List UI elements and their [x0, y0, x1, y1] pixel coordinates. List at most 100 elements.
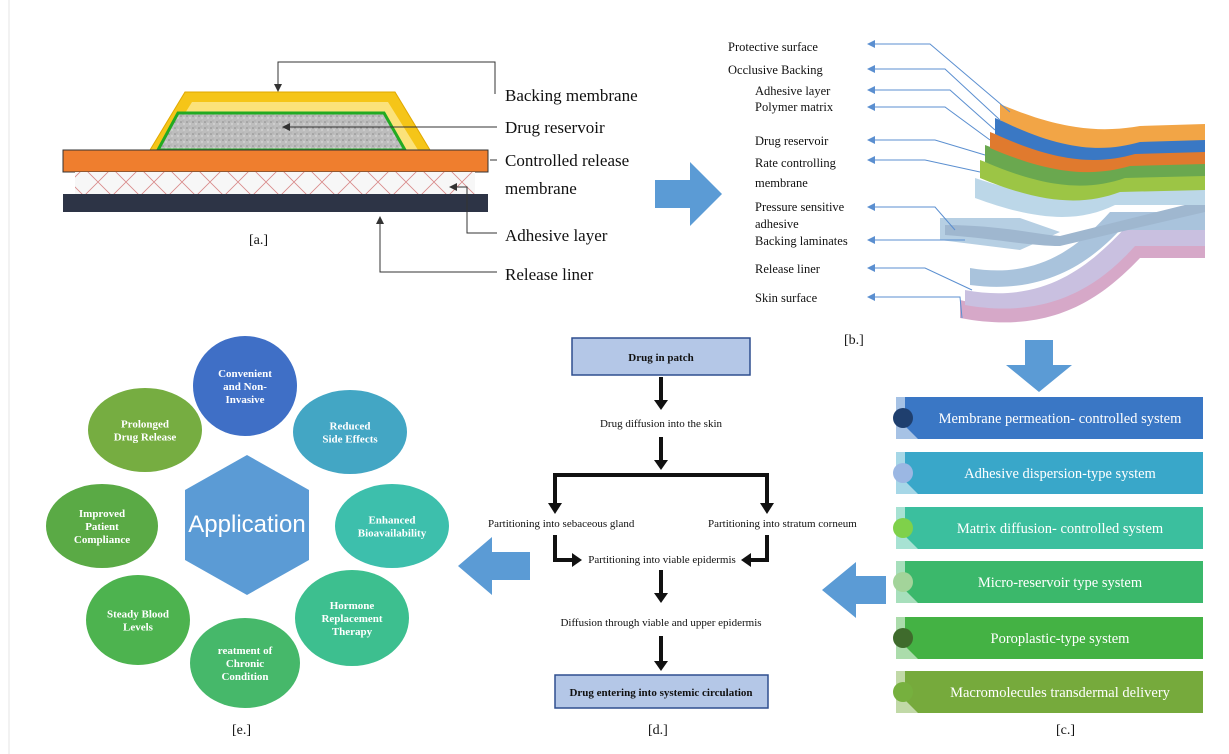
application-item-text: Bioavailability — [358, 528, 427, 540]
label-polymer-matrix: Polymer matrix — [755, 100, 834, 114]
caption-b: [b.] — [844, 333, 864, 348]
label-adhesive-layer-b: Adhesive layer — [755, 84, 831, 98]
system-label: Matrix diffusion- controlled system — [957, 521, 1164, 537]
leader-liner — [379, 218, 497, 273]
system-label: Adhesive dispersion-type system — [964, 466, 1156, 482]
application-item-text: Levels — [123, 622, 154, 634]
system-bar — [905, 561, 1203, 603]
system-dot — [893, 572, 913, 592]
flow-end-text: Drug entering into systemic circulation — [569, 687, 752, 699]
system-dot — [893, 463, 913, 483]
flow-box-start — [571, 337, 751, 376]
caption-d: [d.] — [648, 723, 668, 738]
application-circle — [295, 570, 409, 666]
label-drug-reservoir: Drug reservoir — [505, 118, 605, 137]
flow-merge-text: Partitioning into viable epidermis — [588, 554, 736, 566]
label-release-liner: Release liner — [505, 265, 594, 284]
system-item: Poroplastic-type system — [893, 617, 1203, 659]
application-item-text: Reduced — [330, 421, 371, 433]
system-bar — [905, 671, 1203, 713]
flow-start-text: Drug in patch — [628, 352, 693, 364]
arrow-a-to-b — [655, 162, 722, 226]
application-item-text: reatment of — [218, 645, 273, 657]
application-item-text: Prolonged — [121, 419, 169, 431]
application-item-text: Invasive — [225, 394, 264, 406]
application-item-text: Drug Release — [114, 432, 177, 444]
application-circle — [190, 618, 300, 708]
application-item-text: Steady Blood — [107, 609, 169, 621]
application-item-text: Enhanced — [368, 515, 415, 527]
application-item-text: Convenient — [218, 368, 272, 380]
application-item-text: Improved — [79, 508, 125, 520]
label-membrane: membrane — [505, 179, 577, 198]
panel-a: Backing membrane Drug reservoir Controll… — [62, 61, 638, 284]
application-item-text: Patient — [85, 521, 119, 533]
application-item-text: Condition — [221, 671, 268, 683]
caption-e: [e.] — [232, 723, 251, 738]
flow-split — [553, 473, 769, 505]
application-item-text: Side Effects — [322, 434, 378, 446]
drug-reservoir-shape — [155, 111, 408, 152]
system-label: Macromolecules transdermal delivery — [950, 685, 1171, 701]
application-hexagon — [185, 455, 309, 595]
leader-adhesive — [452, 186, 497, 234]
arrow-c-to-d — [822, 562, 886, 618]
label-backing-laminates: Backing laminates — [755, 234, 848, 248]
application-item-text: Therapy — [332, 626, 373, 638]
label-occlusive-backing: Occlusive Backing — [728, 63, 824, 77]
layered-patch-illustration — [940, 104, 1205, 323]
label-rate-membrane: membrane — [755, 176, 808, 190]
adhesive-layer-shape — [75, 172, 475, 194]
panel-d: Drug in patch Drug diffusion into the sk… — [488, 337, 857, 738]
system-item: Membrane permeation- controlled system — [893, 397, 1203, 439]
arrow-d-to-e — [458, 537, 530, 595]
application-item-text: and Non- — [223, 381, 267, 393]
application-title: Application — [188, 511, 305, 538]
system-bar — [905, 507, 1203, 549]
panel-b-leaders — [867, 40, 1011, 319]
system-dot — [893, 518, 913, 538]
application-circle — [46, 484, 158, 568]
flow-box-end — [554, 674, 769, 709]
system-label: Micro-reservoir type system — [978, 575, 1143, 591]
caption-c: [c.] — [1056, 723, 1075, 738]
arrow-b-to-c — [1006, 340, 1072, 392]
label-protective-surface: Protective surface — [728, 40, 818, 54]
application-item-text: Compliance — [74, 534, 130, 546]
panel-b: Protective surface Occlusive Backing Adh… — [728, 40, 1205, 348]
label-backing-membrane: Backing membrane — [505, 86, 638, 105]
flow-step1-text: Drug diffusion into the skin — [600, 418, 723, 430]
application-circle — [293, 390, 407, 474]
panel-c: Membrane permeation- controlled systemAd… — [893, 397, 1203, 713]
label-controlled-release: Controlled release — [505, 151, 629, 170]
label-skin-surface: Skin surface — [755, 291, 818, 305]
label-pressure-adhesive: adhesive — [755, 217, 799, 231]
leader-backing — [277, 61, 496, 94]
application-item-text: Hormone — [330, 600, 375, 612]
system-item: Macromolecules transdermal delivery — [893, 671, 1203, 713]
release-liner-shape — [63, 194, 488, 212]
system-item: Adhesive dispersion-type system — [893, 452, 1203, 494]
application-circle — [335, 484, 449, 568]
system-dot — [893, 682, 913, 702]
caption-a: [a.] — [249, 233, 268, 248]
label-pressure-sensitive: Pressure sensitive — [755, 200, 845, 214]
system-label: Membrane permeation- controlled system — [939, 411, 1183, 427]
flow-right-text: Partitioning into stratum corneum — [708, 518, 857, 530]
application-circle — [193, 336, 297, 436]
system-dot — [893, 408, 913, 428]
label-drug-reservoir-b: Drug reservoir — [755, 134, 829, 148]
system-bar — [905, 452, 1203, 494]
system-bar — [905, 617, 1203, 659]
label-release-liner-b: Release liner — [755, 262, 821, 276]
